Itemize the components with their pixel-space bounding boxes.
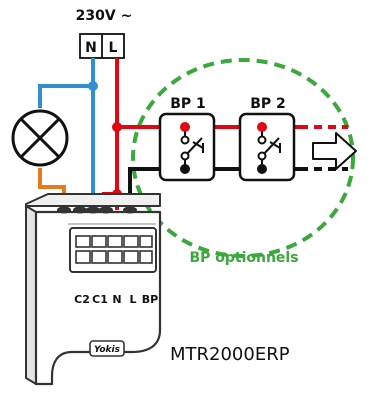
device-terminal-screws <box>57 206 137 214</box>
terminal-label-c2: C2 <box>74 293 90 306</box>
supply-label: 230V ~ <box>76 8 133 24</box>
push-button-1 <box>158 112 216 182</box>
arrow-right-icon <box>312 132 357 170</box>
lamp-icon <box>11 109 69 167</box>
terminal-label-bp: BP <box>142 293 158 306</box>
optional-buttons-caption: BP optionnels <box>189 250 298 266</box>
terminal-label-l: L <box>129 293 136 306</box>
button-1-label: BP 1 <box>170 96 206 112</box>
optional-buttons-group <box>131 58 355 258</box>
terminal-label-n: N <box>112 293 121 306</box>
button-2-bp-junction <box>257 164 267 174</box>
terminal-label-c1: C1 <box>92 293 108 306</box>
button-2-live-junction <box>257 122 267 132</box>
neutral-terminal-label: N <box>85 40 97 56</box>
button-2-label: BP 2 <box>250 96 286 112</box>
button-1-bp-junction <box>180 164 190 174</box>
device-terminal-block <box>69 227 157 273</box>
push-button-2 <box>238 112 296 182</box>
brand-logo: Yokis <box>94 345 121 355</box>
brand-badge <box>89 340 125 357</box>
model-label: MTR2000ERP <box>170 344 290 365</box>
live-junction-top <box>112 122 122 132</box>
live-terminal-label: L <box>109 40 118 56</box>
button-1-live-junction <box>180 122 190 132</box>
neutral-junction <box>88 81 98 91</box>
